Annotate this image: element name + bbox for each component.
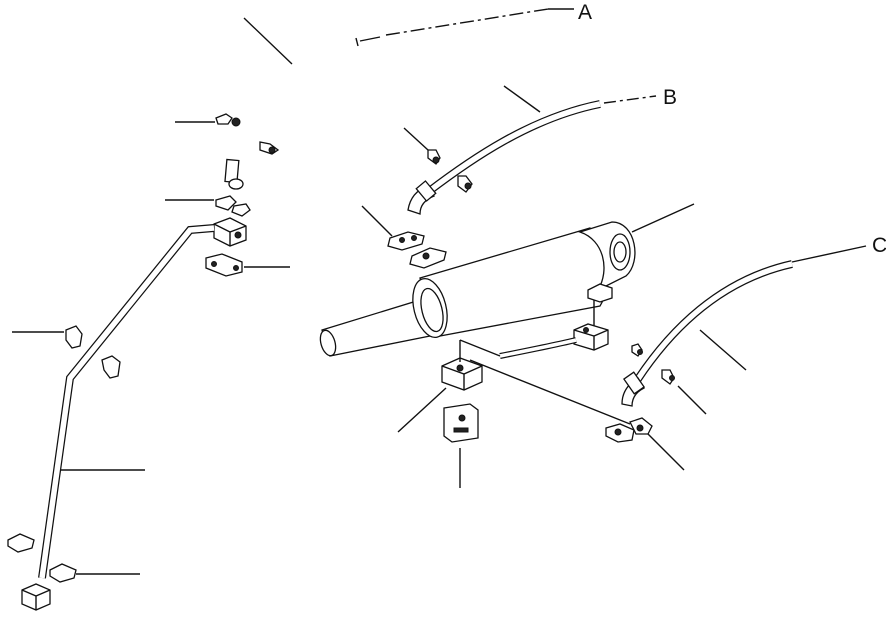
connecting-hose-small [499, 337, 577, 359]
fitting-c-1 [631, 343, 643, 357]
steel-pipe-left [38, 224, 215, 579]
mount-block-left [397, 339, 631, 433]
pipe-end-block [21, 583, 51, 611]
hose-c [621, 245, 867, 407]
hose-a [224, 8, 549, 190]
hydraulic-cylinder [319, 203, 695, 357]
clamp-fitting-1 [175, 113, 241, 127]
callout-c-label: C [872, 234, 886, 257]
fitting-b-2 [457, 175, 473, 193]
fitting-b-1 [403, 127, 441, 165]
callout-b: B [663, 86, 677, 109]
mounting-bracket [443, 403, 479, 488]
callout-a-label: A [578, 1, 592, 24]
plate-gasket-4 [629, 417, 685, 471]
plate-gasket-2 [409, 247, 447, 269]
pipe-clamp-2 [101, 355, 121, 379]
hose-b [407, 85, 657, 215]
pipe-clamp-4 [49, 563, 140, 583]
callout-b-label: B [663, 86, 677, 109]
pipe-clamp-1 [12, 325, 83, 349]
leader-hose-a [243, 17, 293, 65]
clamp-pair-left [165, 195, 251, 217]
pipe-clamp-3 [7, 533, 35, 553]
callout-a: A [548, 1, 592, 24]
callout-c: C [872, 234, 886, 257]
fitting-c-2 [661, 369, 707, 415]
pipe-connector-block [213, 217, 247, 247]
plate-gasket-1 [361, 205, 425, 251]
mount-block-right [573, 300, 609, 351]
clamp-fitting-2 [259, 141, 280, 155]
plate-gasket-3 [605, 423, 635, 443]
bracket-left [205, 253, 290, 277]
